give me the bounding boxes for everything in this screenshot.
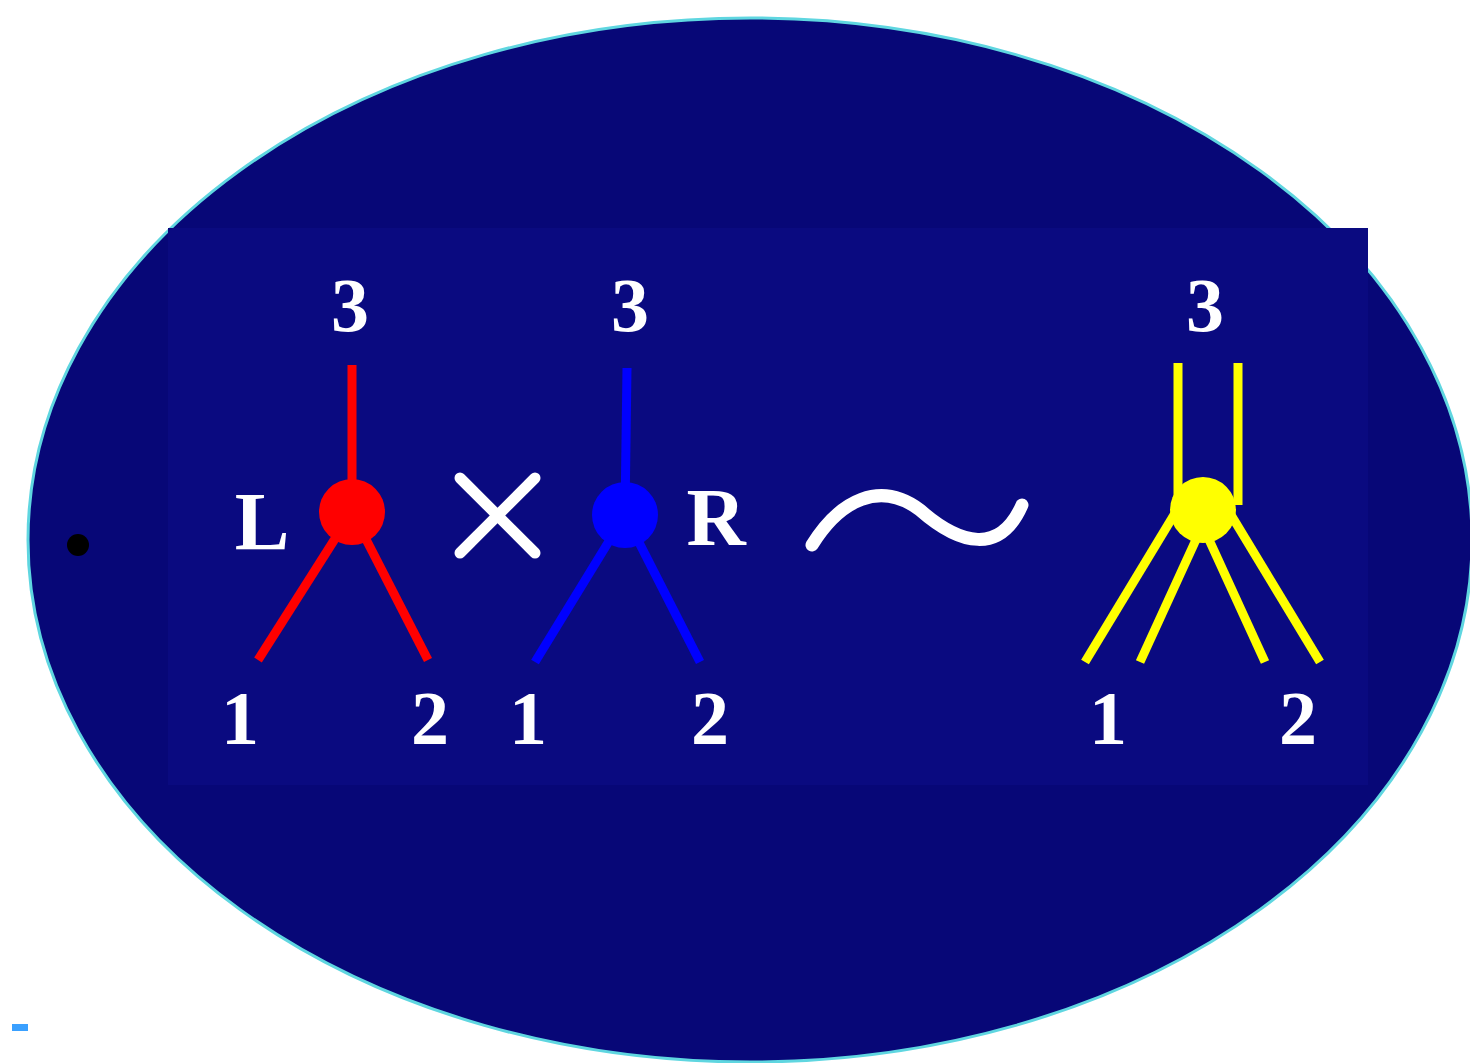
double-vertex — [1085, 363, 1320, 662]
leg-number: 2 — [411, 680, 449, 756]
background-ellipse — [28, 18, 1470, 1062]
times-symbol — [460, 478, 535, 553]
leg-number: 3 — [611, 267, 649, 343]
leg-number: 2 — [1279, 680, 1317, 756]
leg-number: 1 — [509, 680, 547, 756]
double-vertex-dot — [1170, 477, 1236, 543]
right-vertex-dot — [592, 482, 658, 548]
tilde-symbol — [812, 496, 1022, 545]
vertex-letter: L — [235, 481, 290, 563]
leg-number: 1 — [221, 680, 259, 756]
inner-panel — [168, 228, 1368, 785]
right-vertex — [535, 368, 700, 662]
corner-mark — [12, 1024, 28, 1031]
leg-number: 3 — [1186, 267, 1224, 343]
leg-number: 2 — [691, 680, 729, 756]
vertex-letter: R — [686, 477, 745, 559]
left-vertex-dot — [319, 479, 385, 545]
bullet-dot — [67, 534, 89, 556]
leg-number: 1 — [1089, 680, 1127, 756]
leg-number: 3 — [331, 267, 369, 343]
